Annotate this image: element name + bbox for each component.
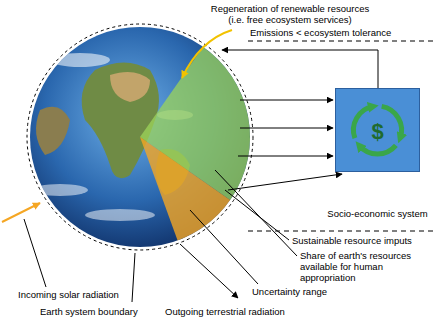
resource-flow-arrow bbox=[228, 174, 342, 190]
cloud bbox=[85, 209, 155, 221]
leader-line bbox=[215, 170, 297, 256]
emission-arrow bbox=[222, 50, 378, 88]
leader-line bbox=[24, 219, 46, 287]
sustainable-label: Sustainable resource imputs bbox=[292, 235, 412, 246]
system-box-fill bbox=[336, 89, 420, 172]
system-box: $Socio-economic system bbox=[335, 88, 420, 172]
leader-line bbox=[225, 190, 289, 240]
uncertainty-wedge bbox=[140, 137, 230, 240]
cloud bbox=[32, 184, 88, 196]
continent bbox=[36, 107, 70, 155]
emissions-label: Emissions < ecosystem tolerance bbox=[250, 27, 391, 38]
leader-line bbox=[132, 253, 135, 302]
tolerance-line bbox=[248, 41, 437, 42]
desert bbox=[110, 72, 150, 102]
regeneration-label: Regeneration of renewable resources (i.e… bbox=[204, 3, 376, 25]
terrestrial-label: Outgoing terrestrial radiation bbox=[165, 306, 285, 317]
resource-flow-arrow bbox=[240, 100, 333, 101]
leader-line bbox=[190, 210, 258, 284]
terrestrial-radiation-arrow bbox=[180, 244, 238, 298]
resource-flow-arrow bbox=[240, 128, 333, 129]
currency-symbol: $ bbox=[335, 120, 420, 144]
uncertainty-label: Uncertainty range bbox=[252, 286, 327, 297]
earth-system-boundary bbox=[27, 24, 253, 250]
earth-globe bbox=[27, 24, 253, 250]
cloud bbox=[50, 53, 110, 67]
resource-flow-arrow bbox=[238, 156, 333, 157]
boundary-label: Earth system boundary bbox=[40, 306, 138, 317]
continent bbox=[82, 63, 159, 179]
share-label: Share of earth's resources available for… bbox=[300, 250, 434, 283]
ocean bbox=[30, 27, 250, 247]
regeneration-arrow bbox=[182, 30, 232, 78]
solar-label: Incoming solar radiation bbox=[18, 289, 119, 300]
system-label: Socio-economic system bbox=[327, 208, 427, 219]
solar-radiation-arrow bbox=[2, 203, 40, 222]
